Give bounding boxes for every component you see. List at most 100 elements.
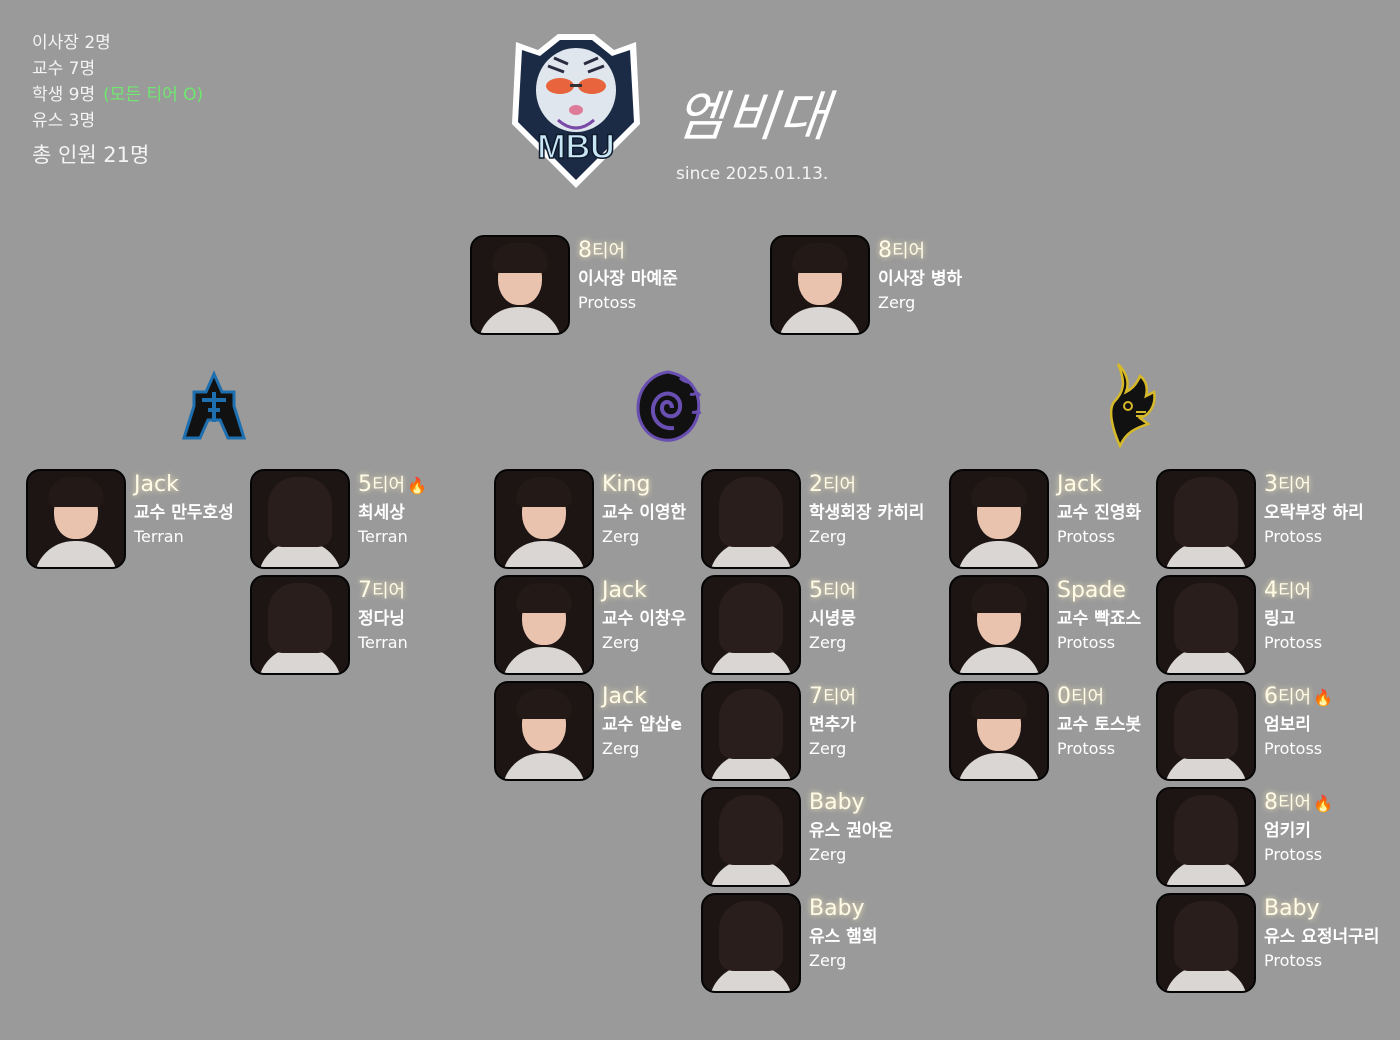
member-card[interactable]: Baby 유스 햄희 Zerg <box>701 893 1081 995</box>
member-race: Terran <box>358 633 408 652</box>
member-card[interactable]: 7티어 면추가 Zerg <box>701 681 1081 783</box>
tier-value: King <box>602 472 651 497</box>
terran-icon <box>178 370 250 446</box>
member-race: Zerg <box>602 633 640 652</box>
director-card[interactable]: 8티어 이사장 마예준 Protoss <box>470 235 850 337</box>
member-card[interactable]: Jack 교수 이창우 Zerg <box>494 575 874 677</box>
member-name: 교수 이영한 <box>602 503 687 523</box>
member-card[interactable]: Spade 교수 빡죠스 Protoss <box>949 575 1329 677</box>
tier-label: 8티어 <box>578 238 626 263</box>
member-name: 교수 토스봇 <box>1057 715 1142 735</box>
member-race: Protoss <box>1264 951 1323 970</box>
tier-label: Jack <box>602 577 686 606</box>
member-card[interactable]: 5티어🔥 최세상 Terran <box>250 469 630 571</box>
tier-label: 4티어 <box>1264 577 1322 606</box>
since-date: since 2025.01.13. <box>676 164 829 184</box>
member-name: 이사장 병하 <box>878 269 963 289</box>
member-name: 교수 빡죠스 <box>1057 609 1142 629</box>
tier-label: Baby <box>809 895 877 924</box>
tier-suffix: 티어 <box>372 581 406 602</box>
member-card[interactable]: Jack 교수 얍삽e Zerg <box>494 681 874 783</box>
tier-label: 7티어 <box>809 683 856 712</box>
tier-value: 7 <box>809 684 823 709</box>
member-card[interactable]: 3티어 오락부장 하리 Protoss <box>1156 469 1400 571</box>
tier-value: Jack <box>1057 472 1102 497</box>
tier-value: 0 <box>1057 684 1071 709</box>
member-name: 엄키키 <box>1264 821 1311 841</box>
avatar <box>701 469 801 569</box>
member-name: 이사장 마예준 <box>578 269 678 289</box>
tier-suffix: 티어 <box>1278 687 1312 708</box>
avatar <box>494 575 594 675</box>
tier-label: 6티어🔥 <box>1264 683 1333 712</box>
tier-suffix: 티어 <box>823 475 857 496</box>
member-card[interactable]: 4티어 링고 Protoss <box>1156 575 1400 677</box>
member-card[interactable]: 5티어 시녕뭉 Zerg <box>701 575 1081 677</box>
tier-suffix: 티어 <box>372 475 406 496</box>
tier-suffix: 티어 <box>823 581 857 602</box>
member-race: Protoss <box>1057 739 1116 758</box>
tier-value: Spade <box>1057 578 1126 603</box>
avatar <box>701 575 801 675</box>
avatar <box>701 681 801 781</box>
tier-suffix: 티어 <box>1278 581 1312 602</box>
member-name: 시녕뭉 <box>809 609 856 629</box>
tier-label: 8티어 <box>878 238 926 263</box>
tier-value: 7 <box>358 578 372 603</box>
total-count: 총 인원 21명 <box>32 143 150 167</box>
member-race: Protoss <box>1264 739 1323 758</box>
tier-label: 3티어 <box>1264 471 1364 500</box>
member-race: Protoss <box>1057 633 1116 652</box>
youth-count: 유스 3명 <box>32 111 96 131</box>
member-name: 링고 <box>1264 609 1296 629</box>
member-name: 엄보리 <box>1264 715 1311 735</box>
member-card[interactable]: Jack 교수 만두호성 Terran <box>26 469 406 571</box>
member-card[interactable]: 0티어 교수 토스봇 Protoss <box>949 681 1329 783</box>
avatar <box>949 469 1049 569</box>
member-name: 오락부장 하리 <box>1264 503 1364 523</box>
tier-label: Jack <box>1057 471 1141 500</box>
students-count: 학생 9명 <box>32 85 96 105</box>
mbu-tiger-logo: MBU <box>508 28 644 190</box>
tier-suffix: 티어 <box>1278 793 1312 814</box>
fire-icon: 🔥 <box>407 476 428 495</box>
member-card[interactable]: King 교수 이영한 Zerg <box>494 469 874 571</box>
member-name: 교수 진영화 <box>1057 503 1142 523</box>
avatar <box>250 575 350 675</box>
member-name: 최세상 <box>358 503 405 523</box>
tier-value: Baby <box>1264 896 1320 921</box>
tier-value: Baby <box>809 896 865 921</box>
member-stats: 이사장 2명 교수 7명 학생 9명(모든 티어 O) 유스 3명 총 인원 2… <box>32 30 203 168</box>
students-line: 학생 9명(모든 티어 O) <box>32 82 203 108</box>
tier-label: Jack <box>602 683 682 712</box>
member-card[interactable]: 7티어 정다닝 Terran <box>250 575 630 677</box>
avatar <box>1156 787 1256 887</box>
member-card[interactable]: 2티어 학생회장 카히리 Zerg <box>701 469 1081 571</box>
member-race: Protoss <box>1264 527 1323 546</box>
avatar <box>701 787 801 887</box>
tier-value: 6 <box>1264 684 1278 709</box>
tier-label: 7티어 <box>358 577 408 606</box>
member-name: 학생회장 카히리 <box>809 503 925 523</box>
member-race: Protoss <box>1057 527 1116 546</box>
member-race: Zerg <box>809 951 847 970</box>
member-card[interactable]: Baby 유스 요정너구리 Protoss <box>1156 893 1400 995</box>
tier-label: Spade <box>1057 577 1141 606</box>
tier-label: 2티어 <box>809 471 924 500</box>
zerg-icon <box>634 368 704 448</box>
professors-count: 교수 7명 <box>32 59 96 79</box>
tier-suffix: 티어 <box>1071 687 1105 708</box>
member-race: Protoss <box>1264 633 1323 652</box>
protoss-icon <box>1106 362 1158 452</box>
member-card[interactable]: 8티어🔥 엄키키 Protoss <box>1156 787 1400 889</box>
member-race: Zerg <box>878 293 916 312</box>
member-card[interactable]: Baby 유스 권아온 Zerg <box>701 787 1081 889</box>
member-card[interactable]: 6티어🔥 엄보리 Protoss <box>1156 681 1400 783</box>
director-card[interactable]: 8티어 이사장 병하 Zerg <box>770 235 1150 337</box>
avatar <box>494 681 594 781</box>
member-card[interactable]: Jack 교수 진영화 Protoss <box>949 469 1329 571</box>
avatar <box>1156 575 1256 675</box>
member-name: 교수 얍삽e <box>602 715 683 735</box>
avatar <box>1156 893 1256 993</box>
member-race: Zerg <box>809 527 847 546</box>
